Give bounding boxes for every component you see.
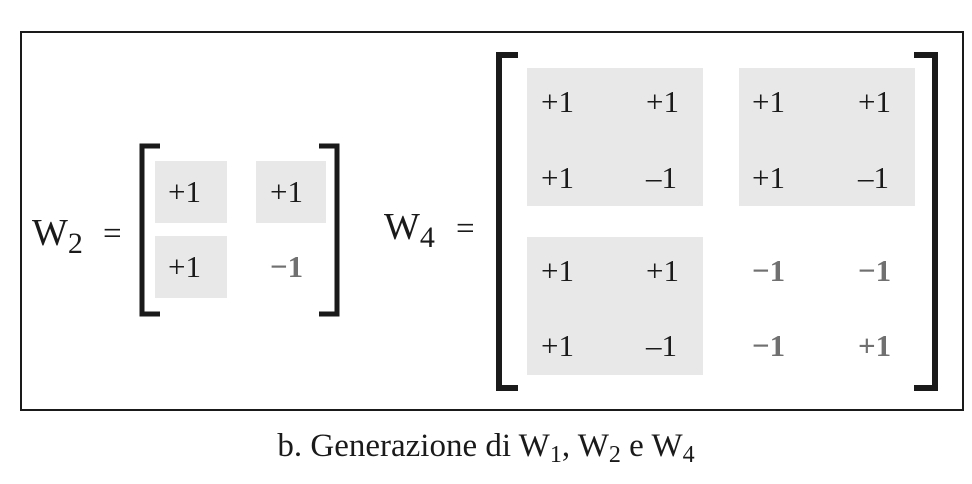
figure-frame [20,31,964,411]
w4-cell-r4c3: −1 [752,328,786,363]
w4-cell-r1c3: +1 [752,84,785,119]
w4-cell-r2c4: –1 [858,160,889,195]
w2-right-bracket [319,143,340,317]
w4-right-bracket [914,52,938,391]
w4-cell-r3c4: −1 [858,253,892,288]
w4-equals: = [456,211,475,247]
w4-cell-r4c4: +1 [858,328,892,363]
w4-shade-bottom-left [527,237,703,375]
w4-cell-r1c2: +1 [646,84,679,119]
w2-cell-r2c1: +1 [168,249,201,284]
w4-cell-r1c1: +1 [541,84,574,119]
w4-shade-top-left [527,68,703,206]
w2-shade-r2c1 [155,236,227,298]
w4-name: W [384,206,420,248]
w2-cell-r2c2: −1 [270,249,304,284]
w2-equals: = [103,216,122,252]
w4-cell-r3c2: +1 [646,253,679,288]
w4-cell-r3c1: +1 [541,253,574,288]
w4-cell-r4c2: –1 [646,328,677,363]
w4-subscript: 4 [419,221,435,254]
w4-cell-r2c1: +1 [541,160,574,195]
caption-sub2: 2 [608,442,621,468]
w4-cell-r4c1: +1 [541,328,574,363]
w4-cell-r1c4: +1 [858,84,891,119]
w4-shade-top-right [739,68,915,206]
w2-cell-r1c2: +1 [270,174,303,209]
caption-sub3: 4 [682,442,695,468]
caption-sep2: e W [620,428,683,464]
w4-left-bracket [496,52,518,391]
w2-cell-r1c1: +1 [168,174,201,209]
w2-shade-r1c1 [155,161,227,223]
w2-name: W [32,212,68,254]
caption-sep1: , W [561,428,609,464]
w4-cell-r3c3: −1 [752,253,786,288]
figure-caption: b. Generazione di W1, W2 e W4 [0,428,972,468]
caption-sub1: 1 [549,442,562,468]
w2-shade-r1c2 [256,161,326,223]
w2-subscript: 2 [67,227,83,260]
w4-cell-r2c3: +1 [752,160,785,195]
w2-label: W2 [32,214,83,259]
w2-left-bracket [139,143,160,317]
w4-label: W4 [384,208,435,253]
w4-cell-r2c2: –1 [646,160,677,195]
caption-prefix: b. Generazione di W [277,428,550,464]
